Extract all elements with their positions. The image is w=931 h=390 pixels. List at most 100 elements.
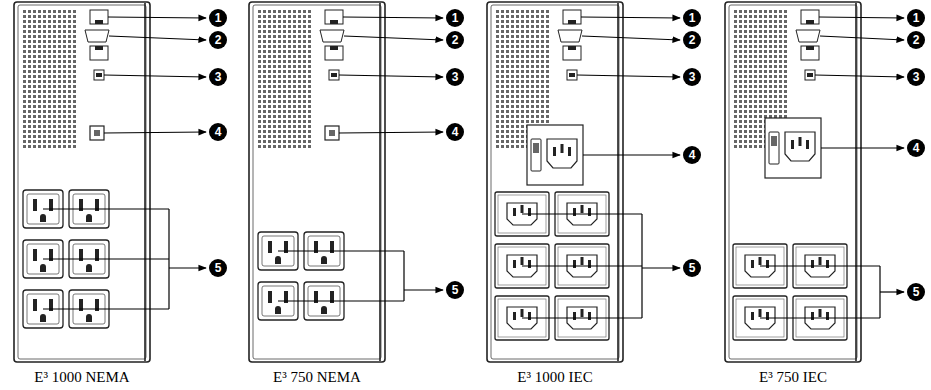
vent-hole: [546, 85, 549, 88]
vent-hole: [541, 45, 544, 48]
callout-number: 2: [907, 31, 925, 49]
vent-hole: [764, 85, 767, 88]
vent-hole: [43, 25, 46, 28]
vent-hole: [516, 125, 519, 128]
vent-hole: [63, 125, 66, 128]
callout-number: 4: [907, 139, 925, 157]
nema-ground: [321, 306, 327, 314]
leader-arrow: [339, 75, 443, 77]
vent-hole: [23, 110, 26, 113]
vent-hole: [734, 65, 737, 68]
vent-hole: [516, 35, 519, 38]
vent-hole: [298, 120, 301, 123]
vent-hole: [769, 65, 772, 68]
rj45-port: [801, 46, 819, 60]
vent-hole: [33, 45, 36, 48]
vent-hole: [283, 75, 286, 78]
vent-hole: [749, 10, 752, 13]
vent-hole: [293, 90, 296, 93]
vent-hole: [288, 40, 291, 43]
vent-hole: [268, 45, 271, 48]
vent-hole: [759, 140, 762, 143]
vent-hole: [48, 120, 51, 123]
vent-hole: [754, 30, 757, 33]
vent-hole: [531, 95, 534, 98]
vent-hole: [739, 30, 742, 33]
vent-hole: [263, 75, 266, 78]
vent-hole: [38, 35, 41, 38]
vent-hole: [43, 105, 46, 108]
vent-hole: [73, 125, 76, 128]
vent-hole: [531, 20, 534, 23]
vent-hole: [536, 100, 539, 103]
vent-hole: [288, 140, 291, 143]
vent-hole: [536, 115, 539, 118]
vent-hole: [536, 10, 539, 13]
vent-hole: [33, 125, 36, 128]
rj45-latch: [330, 46, 338, 50]
vent-hole: [278, 55, 281, 58]
vent-hole: [526, 80, 529, 83]
vent-hole: [48, 130, 51, 133]
vent-hole: [258, 85, 261, 88]
callout-number: 1: [446, 9, 464, 27]
vent-hole: [288, 25, 291, 28]
vent-hole: [308, 130, 311, 133]
vent-hole: [501, 125, 504, 128]
vent-hole: [63, 40, 66, 43]
vent-hole: [754, 55, 757, 58]
vent-hole: [784, 45, 787, 48]
vent-hole: [293, 20, 296, 23]
vent-hole: [53, 75, 56, 78]
vent-hole: [754, 135, 757, 138]
vent-hole: [43, 30, 46, 33]
vent-hole: [744, 95, 747, 98]
vent-hole: [308, 85, 311, 88]
vent-hole: [303, 105, 306, 108]
vent-hole: [541, 95, 544, 98]
vent-hole: [68, 65, 71, 68]
vent-hole: [68, 35, 71, 38]
panel-edge: [379, 3, 381, 361]
vent-hole: [43, 60, 46, 63]
vent-hole: [511, 90, 514, 93]
vent-hole: [511, 125, 514, 128]
vent-hole: [278, 50, 281, 53]
vent-hole: [779, 60, 782, 63]
vent-hole: [278, 25, 281, 28]
leader-line: [43, 308, 169, 309]
vent-hole: [43, 10, 46, 13]
vent-hole: [23, 20, 26, 23]
vent-hole: [749, 140, 752, 143]
vent-hole: [496, 65, 499, 68]
vent-hole: [546, 70, 549, 73]
vent-hole: [506, 85, 509, 88]
vent-hole: [531, 80, 534, 83]
vent-hole: [73, 95, 76, 98]
vent-hole: [278, 110, 281, 113]
vent-hole: [506, 90, 509, 93]
vent-hole: [774, 20, 777, 23]
vent-hole: [734, 95, 737, 98]
vent-hole: [28, 115, 31, 118]
ups-rear-panel: [14, 2, 206, 362]
vent-hole: [258, 20, 261, 23]
rocker-switch-pad: [533, 143, 539, 153]
vent-hole: [43, 75, 46, 78]
vent-hole: [68, 75, 71, 78]
vent-hole: [278, 105, 281, 108]
vent-hole: [48, 70, 51, 73]
vent-hole: [68, 95, 71, 98]
vent-hole: [58, 25, 61, 28]
vent-hole: [38, 15, 41, 18]
vent-hole: [33, 75, 36, 78]
vent-hole: [541, 75, 544, 78]
vent-hole: [293, 110, 296, 113]
vent-hole: [268, 100, 271, 103]
vent-hole: [33, 100, 36, 103]
vent-hole: [58, 115, 61, 118]
vent-hole: [58, 30, 61, 33]
vent-hole: [258, 30, 261, 33]
panel-inner-border: [491, 5, 619, 359]
iec-pin: [588, 312, 591, 320]
